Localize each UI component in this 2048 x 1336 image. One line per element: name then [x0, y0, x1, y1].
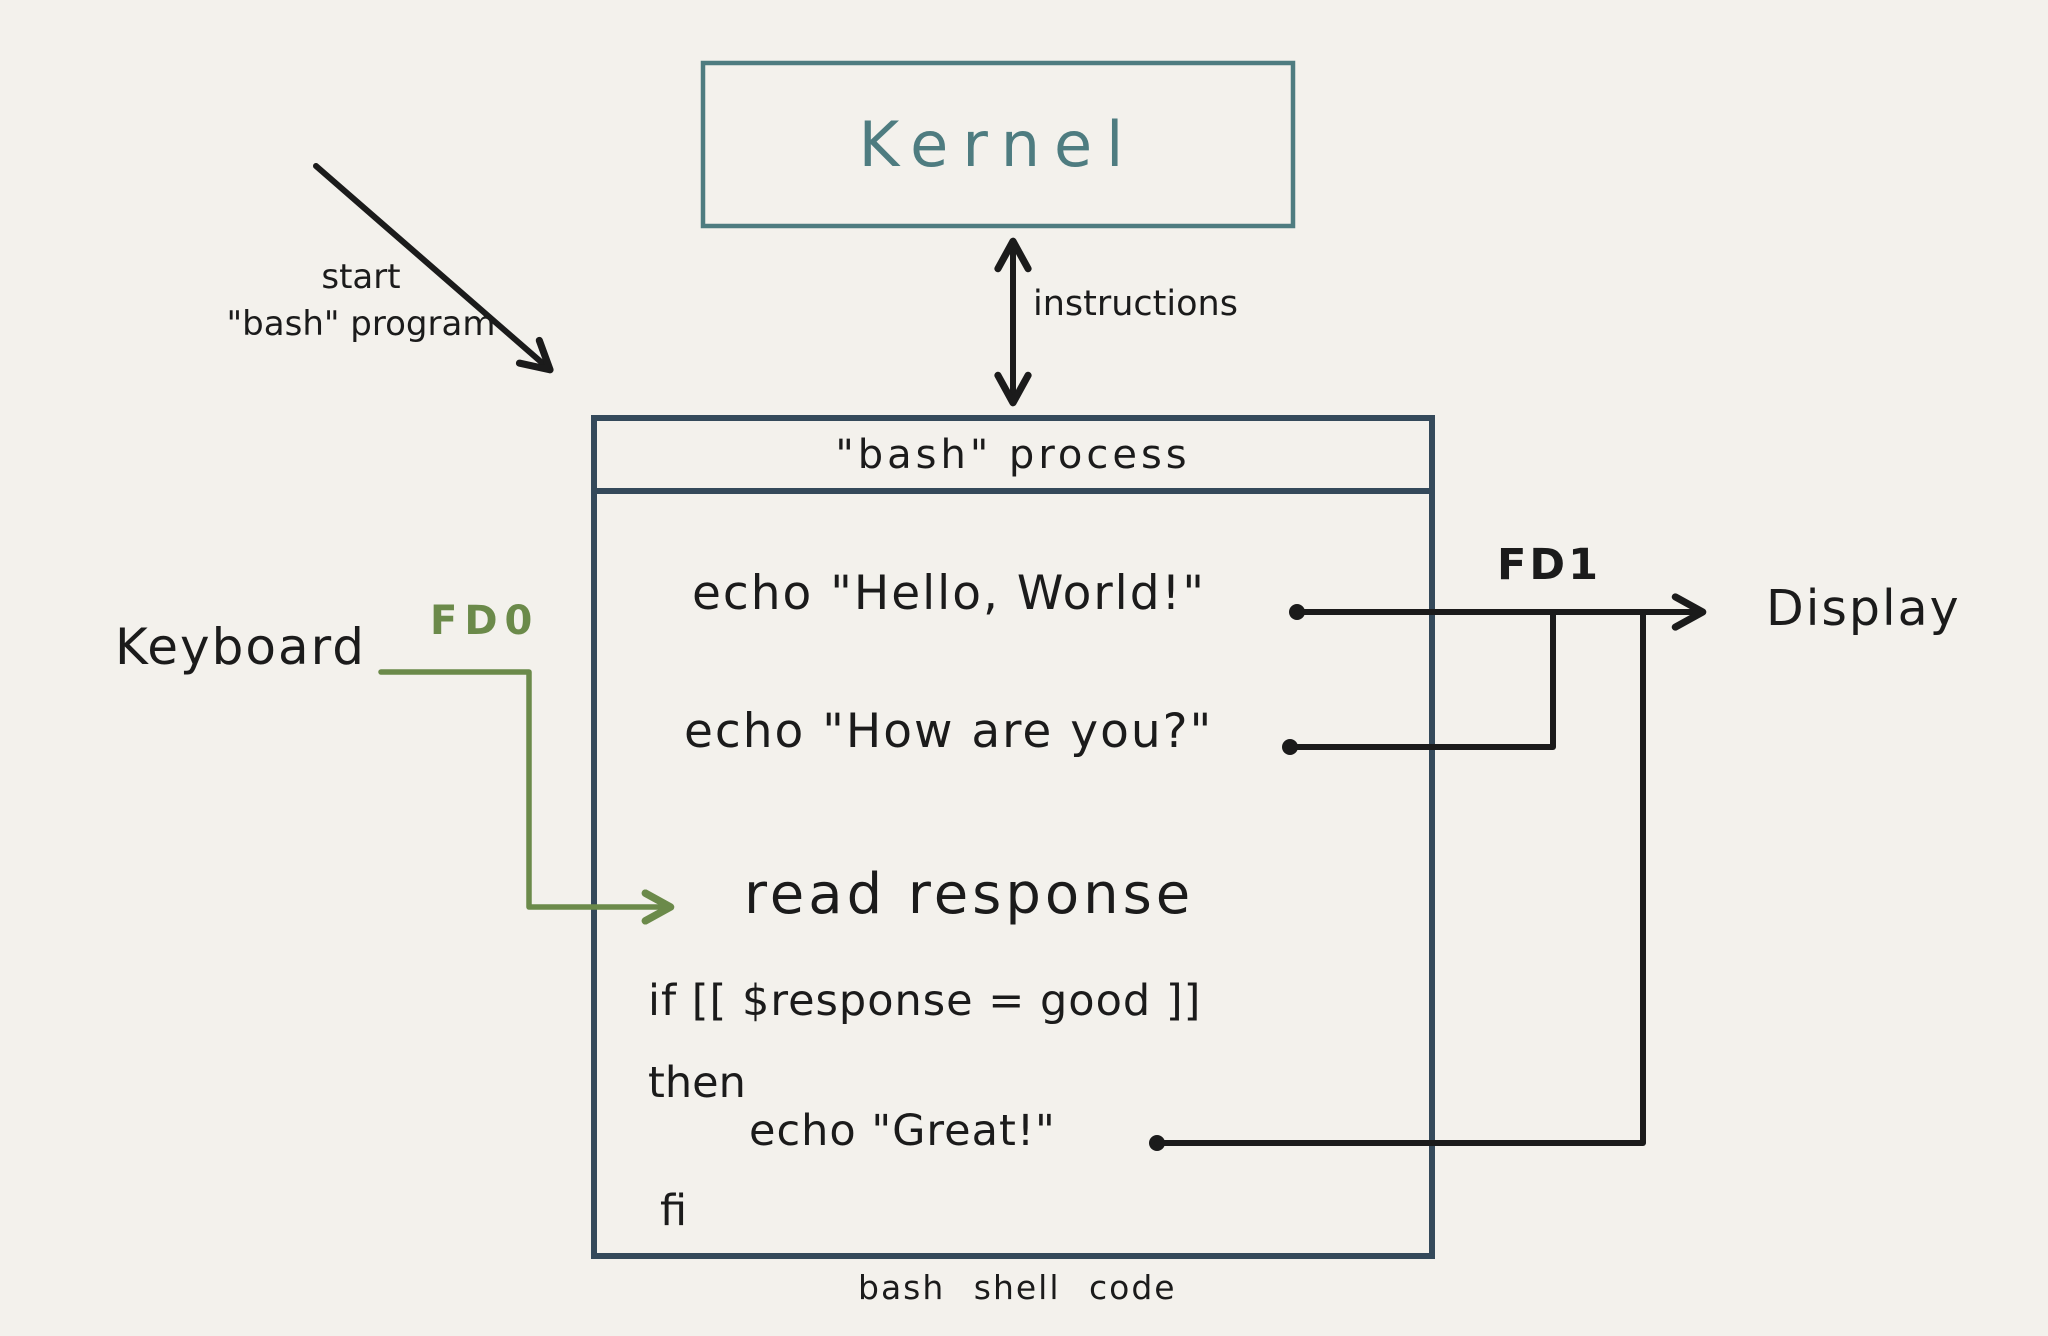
fd1-great-connector	[1154, 612, 1646, 1146]
instructions-label: instructions	[1033, 284, 1238, 324]
kernel-title: Kernel	[858, 108, 1138, 181]
start-bash-arrow	[313, 163, 554, 374]
start-bash-label-line2: "bash" program	[226, 304, 496, 344]
fd1-label: FD1	[1497, 540, 1601, 590]
bash-process-title: "bash" process	[835, 431, 1191, 478]
fd1-how-connector	[1287, 612, 1556, 750]
display-label: Display	[1766, 580, 1961, 637]
kernel-box	[700, 60, 1296, 229]
bash-process-box	[591, 415, 1435, 1259]
start-bash-label-line1: start	[321, 257, 401, 297]
code-line-read-response: read response	[744, 862, 1195, 927]
fd0-label: FD0	[430, 598, 540, 644]
start-bash-label: start "bash" program	[216, 254, 506, 348]
code-line-fi: fi	[660, 1186, 688, 1236]
code-line-echo-great: echo "Great!"	[749, 1106, 1056, 1156]
code-line-echo-hello: echo "Hello, World!"	[692, 566, 1207, 621]
code-line-then: then	[648, 1058, 746, 1108]
keyboard-label: Keyboard	[115, 618, 367, 676]
code-line-if: if [[ $response = good ]]	[648, 976, 1202, 1026]
bash-shell-code-caption: bash shell code	[858, 1268, 1177, 1307]
code-line-echo-how: echo "How are you?"	[684, 704, 1214, 759]
fd0-line	[378, 669, 675, 925]
